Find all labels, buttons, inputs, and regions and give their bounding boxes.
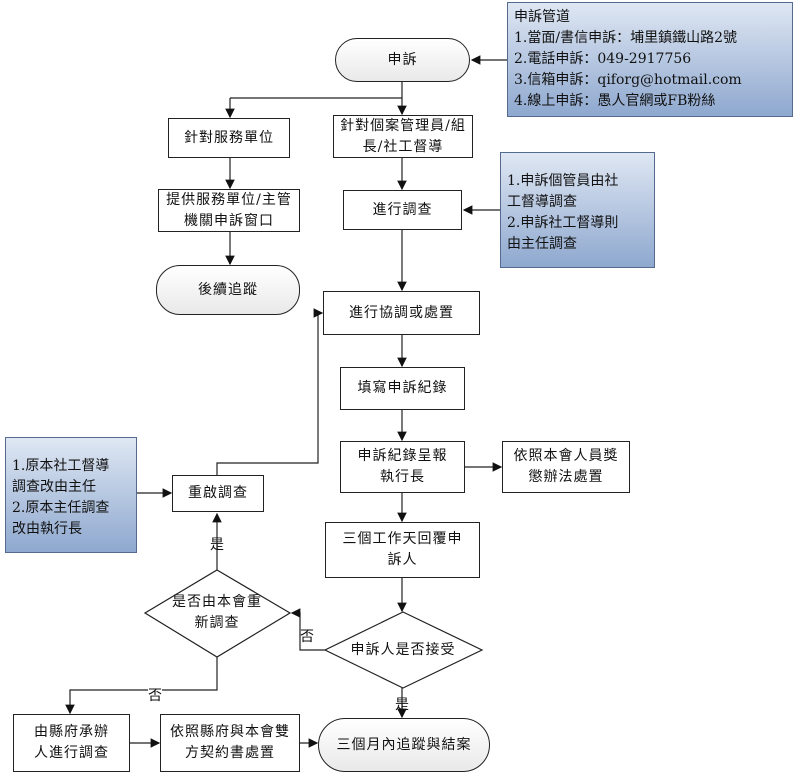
note-line: 1.當面/書信申訴：埔里鎮鐵山路2號 — [514, 30, 737, 46]
node-county-investigate: 由縣府承辦人進行調查 — [13, 714, 130, 772]
node-report-record: 申訴紀錄呈報執行長 — [340, 441, 465, 493]
investigator-note: 1.申訴個管員由社 工督導調查 2.申訴社工督導則 由主任調查 — [500, 152, 655, 268]
note-line: 由主任調查 — [507, 236, 577, 252]
note-line: 4.線上申訴：愚人官網或FB粉絲 — [514, 93, 716, 109]
label-no-reinvestigate: 否 — [148, 685, 162, 705]
complaint-channels-note: 申訴管道 1.當面/書信申訴：埔里鎮鐵山路2號 2.電話申訴：049-29177… — [507, 2, 793, 117]
note-line: 工督導調查 — [507, 194, 577, 210]
note-line: 1.申訴個管員由社 — [507, 173, 619, 189]
note-line: 調查改由主任 — [12, 479, 96, 495]
node-coordinate: 進行協調或處置 — [323, 291, 480, 335]
node-provide-window: 提供服務單位/主管機關申訴窗口 — [158, 189, 300, 232]
node-reply: 三個工作天回覆申訴人 — [325, 522, 480, 578]
node-contract-handle: 依照縣府與本會雙方契約書處置 — [160, 714, 300, 772]
reopen-rule-note: 1.原本社工督導 調查改由主任 2.原本主任調查 改由執行長 — [5, 437, 137, 553]
label-yes-reopen: 是 — [210, 537, 224, 553]
node-fill-record: 填寫申訴紀錄 — [340, 367, 465, 410]
node-complaint: 申訴 — [335, 38, 470, 82]
note-line: 2.申訴社工督導則 — [507, 215, 619, 231]
node-follow-up: 後續追蹤 — [156, 265, 300, 315]
decision-reinvestigate: 是否由本會重新調查 — [172, 594, 262, 631]
label-no-accept: 否 — [300, 629, 314, 645]
note-line: 申訴管道 — [514, 9, 570, 25]
node-investigate: 進行調查 — [343, 190, 462, 230]
node-discipline: 依照本會人員獎懲辦法處置 — [502, 441, 630, 493]
note-line: 3.信箱申訴：qiforg@hotmail.com — [514, 72, 742, 88]
node-service-unit: 針對服務單位 — [168, 118, 290, 158]
label-yes-accept: 是 — [395, 697, 409, 713]
decision-accept-shape — [323, 611, 484, 689]
note-line: 2.原本主任調查 — [12, 500, 110, 516]
node-reopen: 重啟調查 — [172, 475, 264, 512]
decision-accept: 申訴人是否接受 — [350, 642, 456, 658]
node-close-case: 三個月內追蹤與結案 — [318, 718, 490, 772]
note-line: 1.原本社工督導 — [12, 458, 110, 474]
decision-reinvestigate-shape — [143, 569, 292, 658]
node-case-manager: 針對個案管理員/組長/社工督導 — [333, 115, 473, 158]
edge-complaint-split — [230, 82, 403, 99]
note-line: 2.電話申訴：049-2917756 — [514, 51, 692, 67]
note-line: 改由執行長 — [12, 521, 82, 537]
